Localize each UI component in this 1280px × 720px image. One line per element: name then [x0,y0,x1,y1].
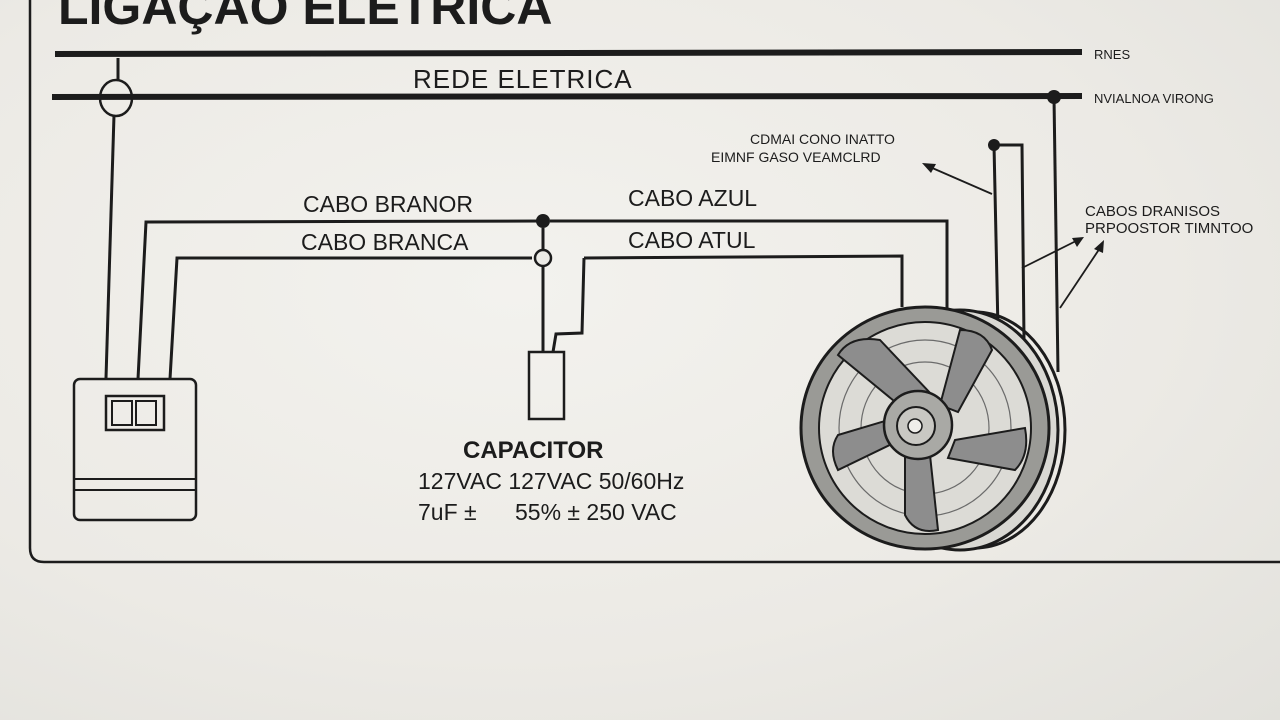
switch-key-left [111,400,133,426]
capacitor-lead-right [551,257,586,353]
fan-blade-2 [938,328,994,414]
white-wire-top-label: CABO BRANOR [303,191,473,217]
fan-blade-4 [904,454,940,532]
cables-note-line1: CABOS DRANISOS [1085,203,1220,220]
cables-note-line2: PRPOOSTOR TIMNTOO [1085,220,1253,237]
blue-wire-bottom-label: CABO ATUL [628,227,756,253]
blue-wire-bottom [583,254,904,307]
phase-node [1047,90,1061,104]
fan-cable-1 [992,144,1000,331]
white-wire-bottom [168,256,532,380]
junction-node-open [533,248,553,268]
diagram-frame [28,0,1280,564]
capacitor-body [527,350,566,421]
cables-note-arrow-2 [1059,247,1101,309]
right-line-label: NVIALNOA VIRONG [1094,91,1214,106]
cables-note-arrowhead-1 [1072,237,1084,247]
fan-cable-3 [1052,96,1060,373]
switch-plate [104,394,166,432]
junction-node-filled [536,214,550,228]
switch-key-right [135,400,157,426]
switch-box [72,377,198,522]
capacitor-spec-line1: 127VAC 127VAC 50/60Hz [418,468,684,494]
cables-note-arrowhead-2 [1094,240,1104,253]
main-line-label: REDE ELETRICA [413,64,633,94]
capacitor-label: CAPACITOR [463,437,603,464]
blue-wire-top-label: CABO AZUL [628,185,757,211]
fan-cable-2 [994,143,1026,341]
neutral-line [54,49,1083,57]
fan-cable-node [988,139,1000,151]
fan-shaft [907,418,923,434]
blue-wire-top [550,219,949,312]
breaker-symbol [98,78,134,118]
motor-note-arrow [929,166,993,195]
motor-note-line2: EIMNF GASO VEAMCLRD [711,149,881,165]
motor-note-line1: CDMAI CONO INATTO [750,131,895,147]
top-line-label: RNES [1094,47,1130,62]
capacitor-spec-line2: 7uF ± 55% ± 250 VAC [418,499,677,525]
feed-wire [104,114,116,379]
motor-note-arrowhead [922,163,936,173]
fan-blade-3 [946,426,1028,472]
white-wire-top [136,219,544,380]
exhaust-fan-icon [799,305,1067,552]
diagram-title: LIGAÇÃO ELÉTRICA [58,0,552,35]
phase-line [51,93,1083,100]
white-wire-bottom-label: CABO BRANCA [301,229,469,255]
cables-note-arrow-1 [1021,239,1079,269]
fan-blade-5 [832,416,902,472]
